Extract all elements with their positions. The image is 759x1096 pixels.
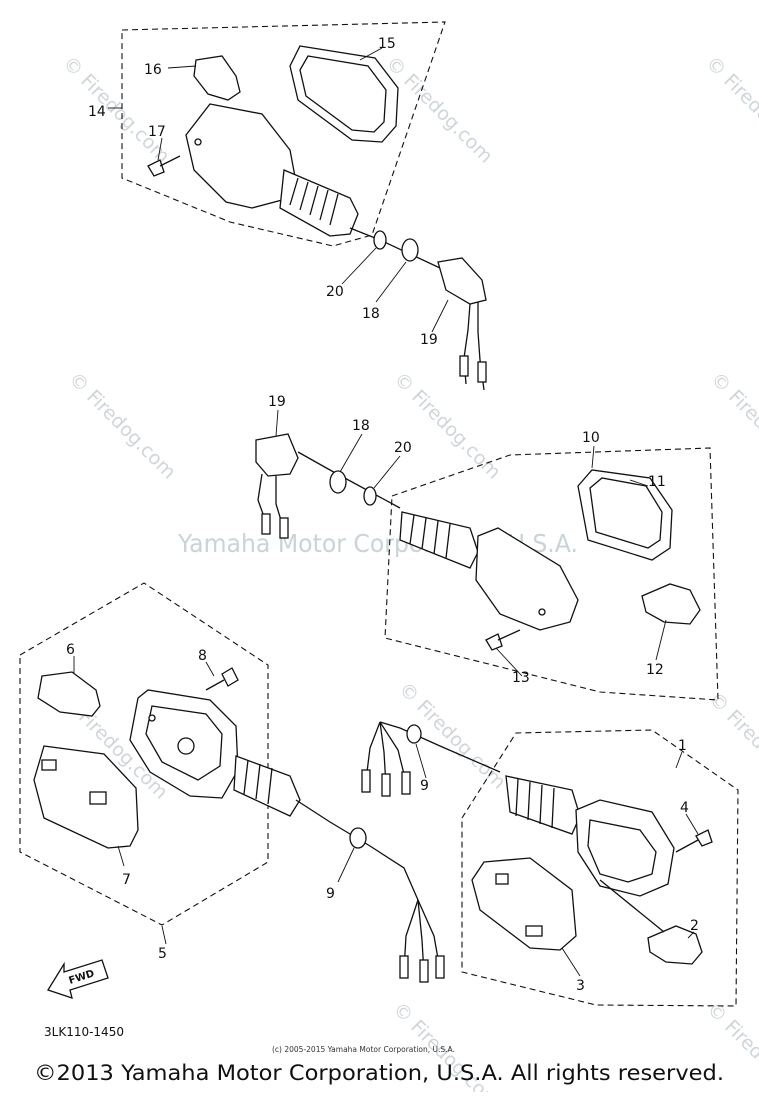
assembly-boundary [384, 447, 719, 701]
diagram-code: 3LK110-1450 [44, 1025, 124, 1039]
part-number-17: 17 [148, 124, 166, 140]
assembly-boundary [19, 582, 269, 926]
part-number-6: 6 [66, 642, 75, 658]
connector [401, 771, 411, 795]
part-number-15: 15 [378, 36, 396, 52]
watermark: © Firedog.com [64, 368, 179, 483]
part-number-19: 19 [420, 332, 438, 348]
lens-texture [89, 791, 107, 805]
flasher-stem [399, 511, 479, 569]
connector [419, 959, 429, 983]
part-number-20: 20 [326, 284, 344, 300]
part-number-9: 9 [326, 886, 335, 902]
part-number-18: 18 [362, 306, 380, 322]
lens-texture [495, 873, 509, 885]
watermark: © Firedog.com [701, 52, 759, 167]
lens-texture [525, 925, 543, 937]
top-flasher-assembly: 16 15 14 17 20 18 19 [88, 21, 487, 391]
screw-hole [148, 714, 156, 722]
bulb [647, 925, 703, 965]
part-number-11: 11 [648, 474, 666, 490]
connector [477, 361, 487, 383]
lens-cover [471, 857, 577, 951]
part-number-3: 3 [576, 978, 585, 994]
connector [399, 955, 409, 979]
wire-boot [255, 433, 299, 477]
part-number-16: 16 [144, 62, 162, 78]
grommet [401, 238, 419, 262]
part-number-7: 7 [122, 872, 131, 888]
fwd-arrow-icon [47, 959, 109, 999]
part-number-13: 13 [512, 670, 530, 686]
part-number-2: 2 [690, 918, 699, 934]
part-number-1: 1 [678, 738, 687, 754]
grommet [349, 827, 367, 849]
part-number-5: 5 [158, 946, 167, 962]
connector [459, 355, 469, 377]
washer [363, 486, 377, 506]
small-copyright: (c) 2005-2015 Yamaha Motor Corporation, … [272, 1045, 455, 1054]
flasher-body [575, 799, 675, 897]
screw [147, 159, 165, 177]
part-number-19: 19 [268, 394, 286, 410]
screw [695, 829, 713, 847]
middle-flasher-assembly: 19 18 20 10 11 12 13 [255, 394, 719, 701]
bulb [193, 55, 241, 101]
part-number-9: 9 [420, 778, 429, 794]
screw [221, 667, 239, 687]
part-number-10: 10 [582, 430, 600, 446]
wire-boot [437, 257, 487, 305]
flasher-body [475, 527, 579, 631]
bulb [641, 583, 701, 625]
flasher-stem [233, 755, 301, 817]
watermark: © Firedog.com [381, 52, 496, 167]
watermark: © Firedog.com [706, 368, 759, 483]
connector [279, 517, 289, 539]
connector [361, 769, 371, 793]
washer [373, 230, 387, 250]
connector [261, 513, 271, 535]
part-number-12: 12 [646, 662, 664, 678]
connector [435, 955, 445, 979]
grommet [406, 724, 422, 744]
watermark: © Firedog.com [389, 368, 504, 483]
flasher-body [185, 103, 297, 209]
lens-texture [41, 759, 57, 771]
flasher-stem [505, 775, 581, 835]
part-number-8: 8 [198, 648, 207, 664]
part-number-18: 18 [352, 418, 370, 434]
bulb [37, 671, 101, 717]
left-flasher-assembly: 6 8 7 9 5 [19, 582, 445, 983]
lens-cover [577, 469, 673, 561]
assembly-boundary [461, 729, 739, 1007]
lens-cover [33, 745, 139, 849]
forward-arrow: FWD [47, 959, 109, 999]
part-number-20: 20 [394, 440, 412, 456]
copyright-footer: ©2013 Yamaha Motor Corporation, U.S.A. A… [34, 1061, 724, 1085]
screw-hole [194, 138, 202, 146]
connector [381, 773, 391, 797]
socket [177, 737, 195, 755]
right-flasher-assembly: 1 4 2 3 9 [361, 721, 739, 1007]
screw [485, 633, 503, 651]
grommet [329, 470, 347, 494]
part-number-4: 4 [680, 800, 689, 816]
part-number-14: 14 [88, 104, 106, 120]
screw-hole [538, 608, 546, 616]
flasher-stem [279, 169, 359, 237]
assembly-boundary [121, 21, 446, 247]
